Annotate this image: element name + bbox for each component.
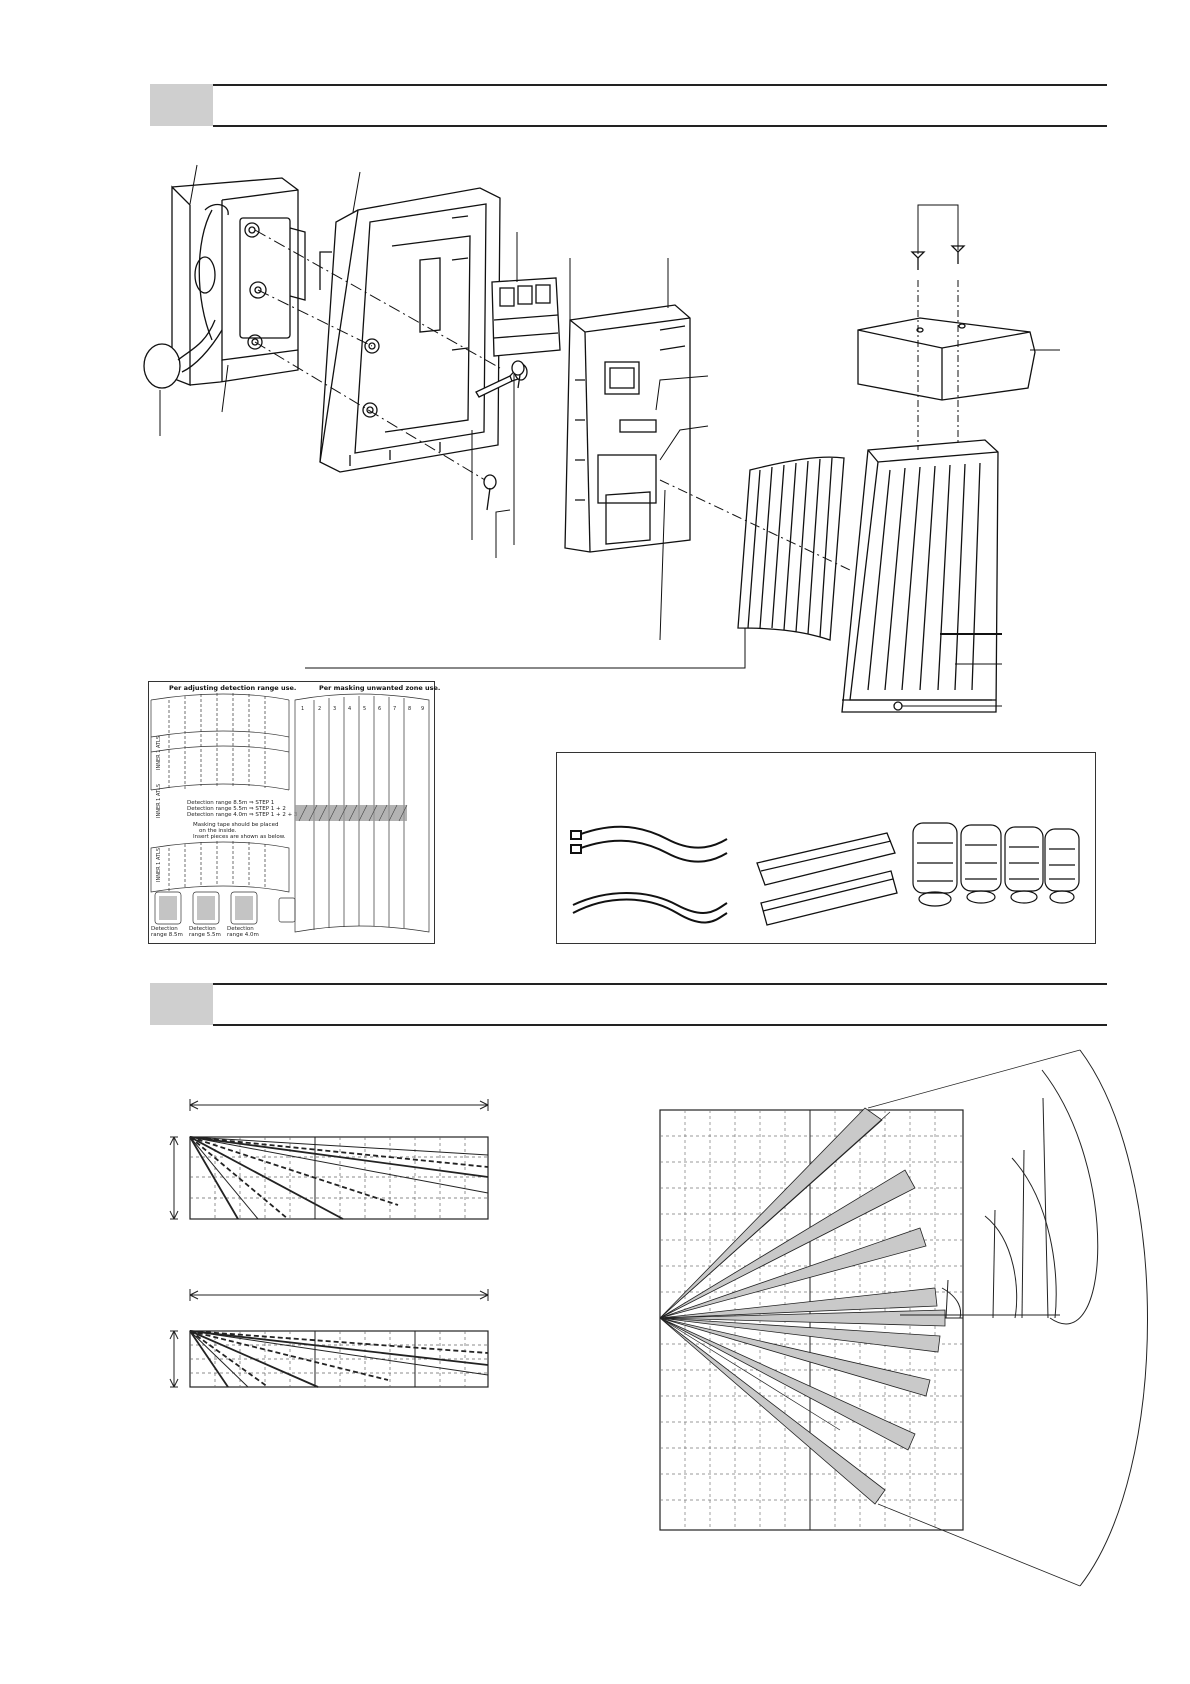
wall-bracket bbox=[171, 177, 306, 386]
terminal-block bbox=[491, 277, 561, 357]
masking-heading-right: Per masking unwanted zone use. bbox=[319, 684, 441, 692]
accessories-drawing bbox=[570, 822, 1080, 926]
side-label-1: INNER 1 ATLS bbox=[156, 736, 162, 770]
caption-range-2: Detection range 5.5m bbox=[189, 926, 221, 938]
front-cover bbox=[841, 439, 999, 713]
lead-wires bbox=[570, 825, 728, 924]
masking-sheet-drawing: INNER 1 ATLS INNER 1 ATLS INNER 1 ATLS 1… bbox=[150, 693, 430, 933]
step2-text: Detection range 5.5m ⇒ STEP 1 + 2 bbox=[187, 806, 286, 812]
step3-text: Detection range 4.0m ⇒ STEP 1 + 2 + 3 bbox=[187, 812, 298, 818]
detection-beams bbox=[659, 1107, 946, 1505]
side-label-2: INNER 1 ATLS bbox=[156, 784, 162, 818]
top-view-pattern bbox=[659, 1049, 1148, 1587]
masking-heading-left: Per adjusting detection range use. bbox=[169, 684, 297, 692]
zone-number: 6 bbox=[378, 706, 381, 712]
zone-number: 2 bbox=[318, 706, 321, 712]
note-line-2: on the inside. bbox=[199, 828, 237, 834]
section-1-bottom-rule bbox=[213, 125, 1107, 127]
step1-text: Detection range 8.5m ⇒ STEP 1 bbox=[187, 800, 275, 806]
note-line-3: Insert pieces are shown as below. bbox=[193, 834, 286, 840]
caption-range-3: Detection range 4.0m bbox=[227, 926, 259, 938]
zone-number: 8 bbox=[408, 706, 411, 712]
zone-number: 3 bbox=[333, 706, 336, 712]
masking-tapes bbox=[756, 832, 898, 926]
side-view-pattern-bottom bbox=[169, 1289, 489, 1388]
accessories-panel bbox=[556, 752, 1096, 944]
zone-number: 4 bbox=[348, 706, 351, 712]
section-2-number-box bbox=[150, 983, 213, 1025]
masking-sheet-panel: Per adjusting detection range use. Per m… bbox=[148, 681, 440, 944]
hood-screws bbox=[910, 245, 966, 270]
top-hood bbox=[857, 317, 1036, 401]
insert-pieces bbox=[912, 822, 1080, 907]
section-1-top-rule bbox=[213, 84, 1107, 86]
section-2-bottom-rule bbox=[213, 1024, 1107, 1026]
zone-number: 7 bbox=[393, 706, 396, 712]
side-view-pattern-top bbox=[169, 1099, 489, 1220]
zone-numbers: 1 2 3 4 5 6 7 8 9 bbox=[301, 706, 424, 712]
zone-number: 5 bbox=[363, 706, 366, 712]
zone-number: 9 bbox=[421, 706, 424, 712]
base-plate bbox=[319, 187, 501, 473]
fresnel-lens bbox=[737, 456, 845, 641]
side-label-3: INNER 1 ATLS bbox=[156, 848, 162, 882]
exploded-view-diagram bbox=[143, 164, 1060, 713]
section-2-top-rule bbox=[213, 983, 1107, 985]
zone-number: 1 bbox=[301, 706, 304, 712]
sensor-chassis bbox=[564, 304, 691, 553]
caption-range-1: Detection range 8.5m bbox=[151, 926, 183, 938]
section-1-number-box bbox=[150, 84, 213, 126]
note-line-1: Masking tape should be placed bbox=[193, 822, 279, 828]
plug bbox=[143, 319, 223, 389]
